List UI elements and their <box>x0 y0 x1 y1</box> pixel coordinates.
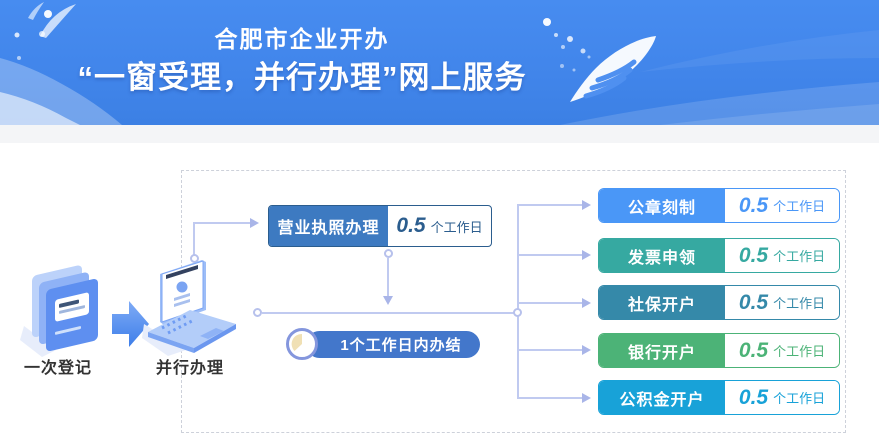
duration-number: 0.5 <box>738 193 769 217</box>
connector-node <box>384 249 393 258</box>
duration-number: 0.5 <box>738 243 769 267</box>
books-icon <box>20 262 112 363</box>
parallel-item-housing-fund: 公积金开户 0.5 个工作日 <box>598 380 840 415</box>
parallel-item-bank: 银行开户 0.5 个工作日 <box>598 333 840 368</box>
parallel-item-label: 银行开户 <box>599 334 725 367</box>
parallel-item-duration: 0.5 个工作日 <box>725 286 839 319</box>
duration-number: 0.5 <box>396 214 426 237</box>
arrowhead-icon <box>582 298 591 308</box>
parallel-item-label: 社保开户 <box>599 286 725 319</box>
connector-branch <box>518 302 582 304</box>
arrow-right-chevron-icon <box>112 300 150 353</box>
parallel-item-duration: 0.5 个工作日 <box>725 189 839 222</box>
deadline-badge: 1个工作日内办结 <box>306 331 480 358</box>
step-label-parallel-processing: 并行办理 <box>155 360 224 377</box>
duration-unit: 个工作日 <box>773 296 826 311</box>
parallel-item-seal: 公章刻制 0.5 个工作日 <box>598 188 840 223</box>
arrowhead-icon <box>582 200 591 210</box>
parallel-item-duration: 0.5 个工作日 <box>725 381 839 414</box>
parallel-item-duration: 0.5 个工作日 <box>725 334 839 367</box>
page-subtitle: 合肥市企业开办 <box>214 26 390 52</box>
parallel-item-label: 发票申领 <box>599 239 725 272</box>
arrowhead-icon <box>582 345 591 355</box>
connector-branch-vertical <box>517 204 519 399</box>
connector-laptop-up <box>193 223 195 256</box>
feather-decoration-icon <box>570 36 656 102</box>
arrowhead-icon <box>250 218 259 228</box>
duration-number: 0.5 <box>738 290 769 314</box>
connector-node <box>253 308 262 317</box>
duration-unit: 个工作日 <box>430 219 483 235</box>
duration-unit: 个工作日 <box>773 199 826 214</box>
connector-branch-node <box>513 308 522 317</box>
duration-number: 0.5 <box>738 338 769 362</box>
connector-node <box>190 254 199 263</box>
license-process-duration: 0.5 个工作日 <box>388 206 491 246</box>
parallel-item-duration: 0.5 个工作日 <box>725 239 839 272</box>
arrowhead-icon <box>582 393 591 403</box>
wing-decoration-icon <box>28 2 76 38</box>
arrowhead-icon <box>383 296 393 305</box>
clock-icon <box>285 327 319 366</box>
duration-unit: 个工作日 <box>773 391 826 406</box>
wave-decoration <box>0 30 879 125</box>
connector-branch <box>518 204 582 206</box>
connector-license-down <box>387 258 389 296</box>
parallel-item-label: 公积金开户 <box>599 381 725 414</box>
arrowhead-icon <box>582 250 591 260</box>
parallel-item-social-security: 社保开户 0.5 个工作日 <box>598 285 840 320</box>
license-process-box: 营业执照办理 0.5 个工作日 <box>268 205 492 247</box>
header-divider <box>0 125 879 143</box>
connector-branch <box>518 397 582 399</box>
parallel-item-label: 公章刻制 <box>599 189 725 222</box>
step-label-once-registration: 一次登记 <box>23 360 92 377</box>
page-title: “一窗受理，并行办理”网上服务 <box>77 60 527 95</box>
parallel-item-invoice: 发票申领 0.5 个工作日 <box>598 238 840 273</box>
duration-unit: 个工作日 <box>773 249 826 264</box>
connector-main-line <box>262 312 514 314</box>
connector-branch <box>518 349 582 351</box>
header-banner: 合肥市企业开办 “一窗受理，并行办理”网上服务 <box>0 0 879 125</box>
duration-number: 0.5 <box>738 385 769 409</box>
laptop-icon <box>142 258 238 361</box>
dots-decoration <box>14 10 591 72</box>
duration-unit: 个工作日 <box>773 344 826 359</box>
license-process-label: 营业执照办理 <box>269 206 388 246</box>
connector-laptop-right <box>193 222 250 224</box>
connector-branch <box>518 254 582 256</box>
